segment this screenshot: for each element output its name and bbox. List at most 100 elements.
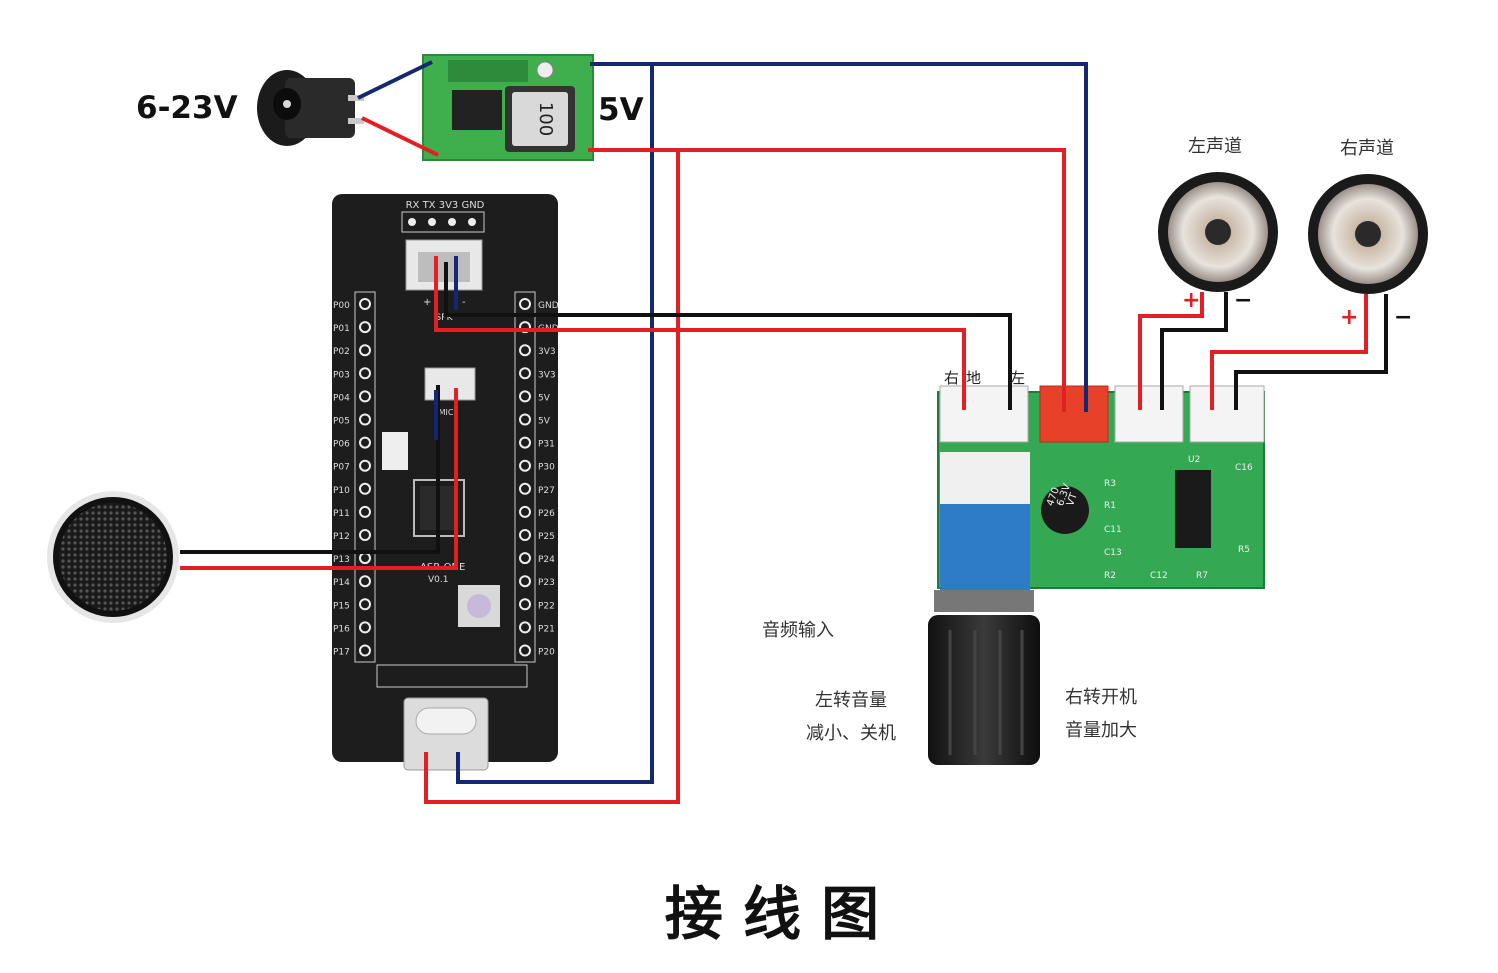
left-speaker [1158, 172, 1278, 292]
right-pin-label: 3V3 [538, 370, 556, 380]
left-pin-label: P12 [333, 532, 350, 542]
left-pin-label: P16 [333, 624, 350, 634]
c13-label: C13 [1104, 548, 1122, 558]
left-pin-hole [359, 413, 371, 426]
right-pin-hole [519, 413, 531, 426]
right-pin-hole [519, 575, 531, 588]
wire-jack-to-buck-navy [357, 60, 433, 100]
left-pin-label: P01 [333, 324, 350, 334]
wire-spk-red-to-amp [434, 256, 966, 410]
right-pin-hole [519, 598, 531, 611]
r3-label: R3 [1104, 479, 1116, 489]
turn-right-line1: 右转开机 [1065, 687, 1137, 708]
right-pin-label: P27 [538, 486, 555, 496]
left-pin-label: P06 [333, 440, 350, 450]
left-pin-hole [359, 598, 371, 611]
left-pin-hole [359, 575, 371, 588]
right-pin-label: GND [538, 301, 559, 311]
left-pin-hole [359, 298, 371, 310]
mcu-board: RX TX 3V3 GND + - SPK P00P01P02P03P04P05… [332, 194, 559, 771]
wire-left-spk-black [1160, 292, 1228, 410]
wire-spk-black-to-amp [444, 262, 1012, 410]
wire-mic-black [180, 385, 440, 554]
c11-label: C11 [1104, 525, 1122, 535]
right-pin-hole [519, 529, 531, 541]
microphone [47, 491, 179, 623]
left-pin-hole [359, 367, 371, 380]
right-pin-label: 5V [538, 417, 551, 427]
left-pin-label: P14 [333, 578, 350, 588]
buck-converter: 100 [422, 54, 594, 161]
spk-minus-label: - [462, 297, 466, 308]
left-pin-hole [359, 390, 371, 403]
wire-buck-navy-to-usb [456, 64, 654, 784]
right-pin-label: P25 [538, 532, 555, 542]
left-pin-header: P00P01P02P03P04P05P06P07P10P11P12P13P14P… [333, 298, 371, 658]
right-pin-header: GNDGND3V33V35V5VP31P30P27P26P25P24P23P22… [519, 298, 559, 658]
right-pin-hole [519, 436, 531, 449]
right-channel-label: 右声道 [1340, 138, 1394, 159]
spk-plus-label: + [423, 297, 431, 308]
output-voltage-label: 5V [598, 92, 644, 128]
left-pin-label: P17 [333, 648, 350, 658]
wire-mic-red [180, 388, 458, 570]
right-speaker-plus: + [1340, 305, 1358, 330]
right-pin-hole [519, 390, 531, 403]
right-pin-hole [519, 482, 531, 495]
left-pin-hole [359, 644, 371, 657]
left-pin-label: P10 [333, 486, 350, 496]
left-pin-hole [359, 621, 371, 634]
turn-right-line2: 音量加大 [1065, 720, 1137, 741]
wire-buck-red-to-usb [424, 150, 680, 804]
right-pin-hole [519, 644, 531, 657]
board-version: V0.1 [428, 575, 448, 585]
audio-input-label: 音频输入 [762, 620, 834, 641]
wires [180, 60, 1388, 804]
right-pin-label: 5V [538, 393, 551, 403]
r5-label: R5 [1238, 545, 1250, 555]
mic-label: MIC [439, 408, 454, 417]
left-speaker-minus: − [1234, 288, 1252, 313]
right-pin-label: 3V3 [538, 347, 556, 357]
right-pin-label: P26 [538, 509, 555, 519]
right-pin-hole [519, 367, 531, 380]
cap-marking-3: VT [1065, 491, 1080, 508]
wire-right-spk-black [1234, 294, 1388, 410]
left-pin-label: P05 [333, 417, 350, 427]
left-pin-hole [359, 482, 371, 495]
left-pin-label: P11 [333, 509, 350, 519]
inductor-marking: 100 [535, 102, 556, 136]
turn-left-line1: 左转音量 [815, 690, 887, 711]
amplifier-board: 470 6.3V VT U2 C16 R5 R3 R1 C11 C13 R2 C… [928, 385, 1265, 765]
r1-label: R1 [1104, 501, 1116, 511]
left-pin-label: P00 [333, 301, 350, 311]
right-pin-label: P24 [538, 555, 555, 565]
left-pin-hole [359, 436, 371, 449]
left-pin-hole [359, 552, 371, 565]
left-pin-hole [359, 459, 371, 472]
wire-left-spk-red [1138, 292, 1204, 410]
left-pin-hole [359, 344, 371, 357]
right-pin-hole [519, 552, 531, 565]
left-pin-label: P07 [333, 463, 350, 473]
right-speaker-minus: − [1394, 305, 1412, 330]
right-pin-hole [519, 459, 531, 472]
left-pin-hole [359, 505, 371, 518]
wire-buck-red-to-amp [588, 148, 1066, 412]
right-pin-hole [519, 344, 531, 357]
turn-left-line2: 减小、关机 [806, 723, 896, 744]
left-speaker-plus: + [1182, 288, 1200, 313]
left-pin-hole [359, 321, 371, 334]
left-channel-label: 左声道 [1188, 136, 1242, 157]
right-pin-label: P20 [538, 648, 555, 658]
right-pin-hole [519, 505, 531, 518]
right-pin-label: P21 [538, 624, 555, 634]
amp-input-left-label: 左 [1010, 369, 1025, 387]
wire-right-spk-red [1210, 294, 1368, 410]
amp-input-ground-label: 地 [966, 369, 981, 387]
right-pin-label: P31 [538, 440, 555, 450]
c16-label: C16 [1235, 463, 1253, 473]
right-pin-hole [519, 298, 531, 310]
right-speaker [1308, 174, 1428, 294]
